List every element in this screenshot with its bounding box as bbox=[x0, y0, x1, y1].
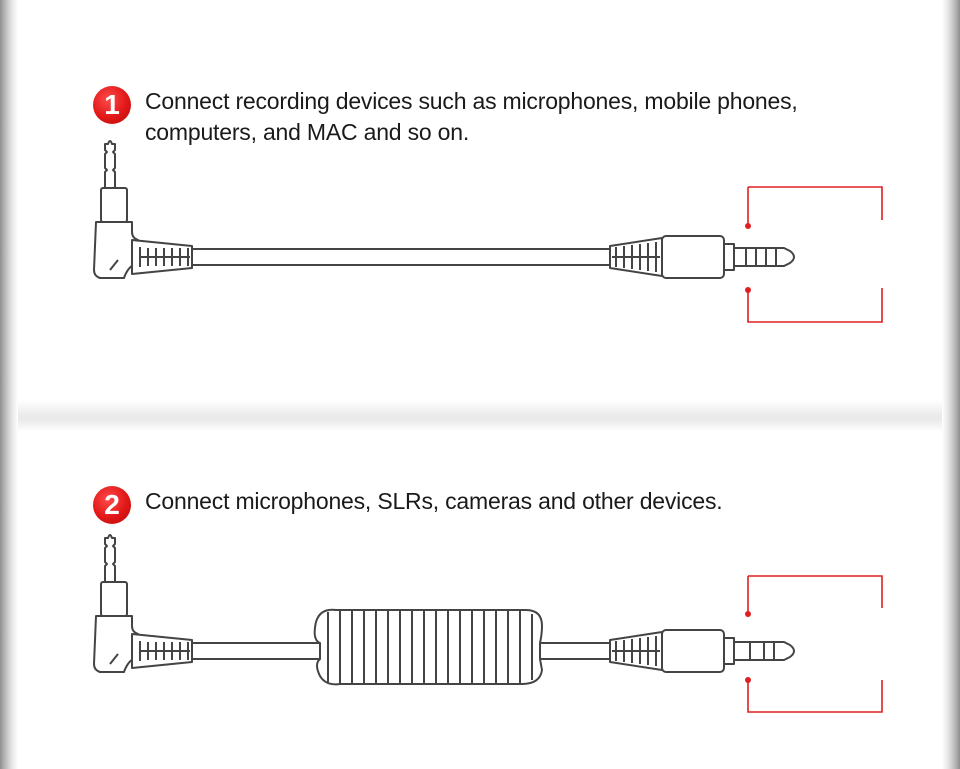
right-plug-tip bbox=[733, 247, 795, 267]
left-plug-collar bbox=[100, 187, 128, 223]
cable-segment-left bbox=[191, 642, 321, 660]
step-1-panel bbox=[18, 0, 942, 405]
step-2-number-badge: 2 bbox=[93, 486, 131, 524]
cable-segment-right bbox=[539, 642, 611, 660]
left-frame-edge bbox=[0, 0, 18, 769]
right-plug-neck bbox=[723, 243, 735, 271]
straight-cable-illustration bbox=[93, 140, 883, 323]
coiled-cable-illustration bbox=[93, 534, 883, 713]
step-1-description: Connect recording devices such as microp… bbox=[145, 88, 798, 145]
left-plug-elbow bbox=[93, 221, 139, 279]
step-1-number-badge: 1 bbox=[93, 86, 131, 124]
right-frame-edge bbox=[942, 0, 960, 769]
straight-cable bbox=[191, 248, 611, 266]
step-2-description: Connect microphones, SLRs, cameras and o… bbox=[145, 488, 723, 514]
right-plug-housing bbox=[661, 629, 725, 673]
connector-bracket bbox=[747, 186, 883, 323]
coiled-cable bbox=[313, 608, 544, 686]
left-plug-elbow bbox=[93, 615, 139, 673]
section-divider bbox=[18, 400, 942, 432]
step-2: 2 Connect microphones, SLRs, cameras and… bbox=[93, 486, 845, 524]
connector-bracket bbox=[747, 575, 883, 713]
left-plug-collar bbox=[100, 581, 128, 617]
right-plug-housing bbox=[661, 235, 725, 279]
left-plug-tip bbox=[104, 140, 116, 189]
left-plug-tip bbox=[104, 534, 116, 583]
step-1: 1 Connect recording devices such as micr… bbox=[93, 86, 845, 148]
right-plug-neck bbox=[723, 637, 735, 665]
